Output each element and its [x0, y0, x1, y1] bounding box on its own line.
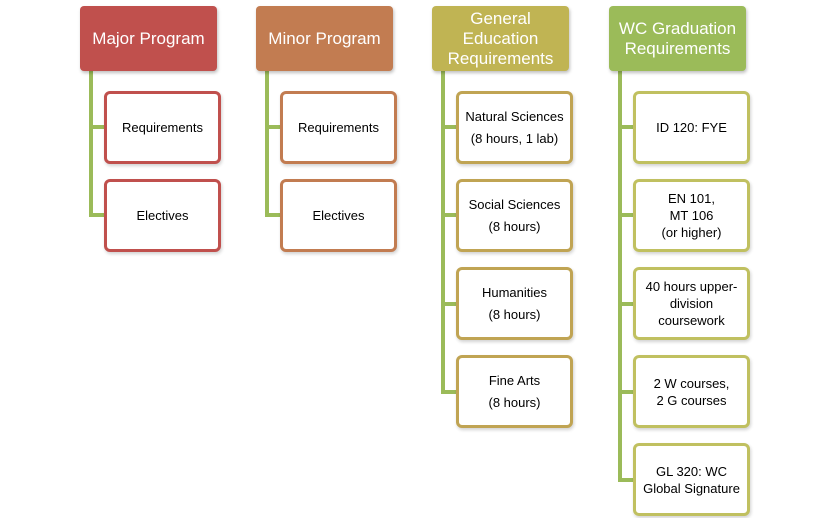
natural-sciences-box: Natural Sciences (8 hours, 1 lab): [456, 91, 573, 164]
connector-branch: [441, 125, 458, 129]
major-requirements-box: Requirements: [104, 91, 221, 164]
humanities-box: Humanities (8 hours): [456, 267, 573, 340]
wc-graduation-header: WC Graduation Requirements: [609, 6, 746, 71]
connector-branch: [89, 125, 106, 129]
connector-branch: [441, 213, 458, 217]
connector-branch: [89, 213, 106, 217]
connector-branch: [618, 302, 635, 306]
connector-trunk: [265, 70, 269, 217]
gl320-box: GL 320: WC Global Signature: [633, 443, 750, 516]
upper-division-box: 40 hours upper- division coursework: [633, 267, 750, 340]
fine-arts-box: Fine Arts (8 hours): [456, 355, 573, 428]
minor-requirements-box: Requirements: [280, 91, 397, 164]
connector-trunk: [618, 70, 622, 482]
connector-branch: [441, 390, 458, 394]
major-electives-box: Electives: [104, 179, 221, 252]
connector-branch: [265, 213, 282, 217]
connector-branch: [618, 125, 635, 129]
minor-program-header: Minor Program: [256, 6, 393, 71]
connector-branch: [618, 478, 635, 482]
social-sciences-box: Social Sciences (8 hours): [456, 179, 573, 252]
id120-fye-box: ID 120: FYE: [633, 91, 750, 164]
en101-mt106-box: EN 101, MT 106 (or higher): [633, 179, 750, 252]
minor-electives-box: Electives: [280, 179, 397, 252]
gen-ed-header: General Education Requirements: [432, 6, 569, 71]
connector-branch: [618, 213, 635, 217]
connector-branch: [265, 125, 282, 129]
major-program-header: Major Program: [80, 6, 217, 71]
connector-branch: [441, 302, 458, 306]
w-g-courses-box: 2 W courses, 2 G courses: [633, 355, 750, 428]
connector-trunk: [89, 70, 93, 217]
connector-branch: [618, 390, 635, 394]
connector-trunk: [441, 70, 445, 394]
